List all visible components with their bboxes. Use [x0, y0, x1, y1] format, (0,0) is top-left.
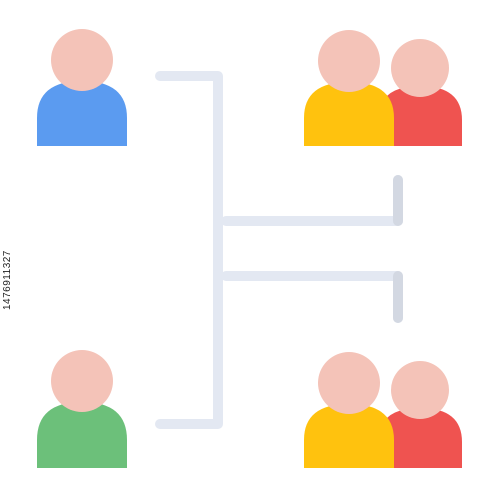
group-bottom-right-icon	[304, 352, 462, 468]
bracket-connector-icon	[155, 71, 403, 429]
group-front-body	[304, 82, 394, 146]
group-back-head	[391, 361, 449, 419]
group-front-body	[304, 404, 394, 468]
connector-upper-branch	[221, 175, 403, 226]
group-front-head	[318, 352, 380, 414]
person-body	[37, 81, 127, 146]
group-back-body	[378, 408, 462, 468]
group-front-head	[318, 30, 380, 92]
person-top-left-icon	[37, 29, 127, 146]
person-head	[51, 29, 113, 91]
group-back-head	[391, 39, 449, 97]
person-bottom-left-icon	[37, 350, 127, 468]
person-head	[51, 350, 113, 412]
group-top-right-icon	[304, 30, 462, 146]
person-body	[37, 402, 127, 468]
connector-left-bracket	[155, 71, 223, 429]
watermark-id: 1476911327	[2, 250, 13, 310]
connector-lower-branch	[221, 271, 403, 323]
group-back-body	[378, 86, 462, 146]
